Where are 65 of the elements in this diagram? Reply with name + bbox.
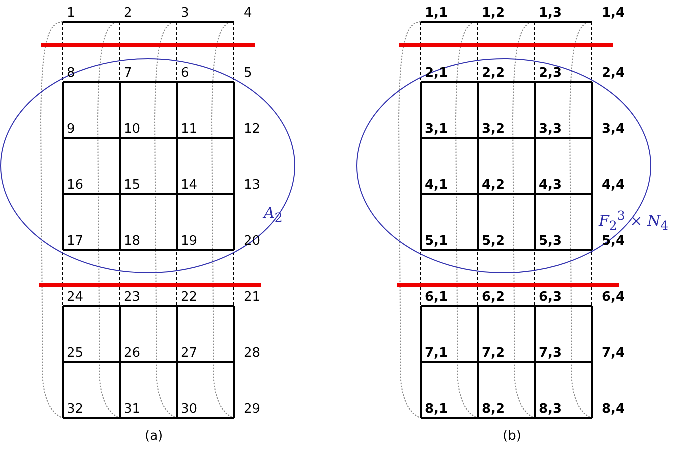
point-label: 1,1 — [425, 6, 448, 21]
point-label: 8,1 — [425, 402, 448, 417]
point-label: 22 — [181, 290, 198, 305]
point-label: 5,1 — [425, 234, 448, 249]
point-label: 2 — [124, 6, 132, 21]
point-label: 8,3 — [539, 402, 562, 417]
set-label: A$_{2}$ — [264, 204, 283, 225]
point-label: 19 — [181, 234, 198, 249]
point-label: 2,1 — [425, 66, 448, 81]
point-label: 28 — [244, 346, 261, 361]
point-label: 9 — [67, 122, 76, 137]
point-label: 5,3 — [539, 234, 562, 249]
point-label: 7,4 — [602, 346, 626, 361]
point-label: 10 — [124, 122, 141, 137]
point-label: 2,4 — [602, 66, 626, 81]
point-label: 5 — [244, 66, 252, 81]
panel-caption: (b) — [503, 429, 522, 444]
point-label: 3 — [181, 6, 190, 21]
point-label: 18 — [124, 234, 141, 249]
point-label: 15 — [124, 178, 141, 193]
point-label: 5,2 — [482, 234, 506, 249]
point-label: 27 — [181, 346, 198, 361]
point-label: 7,3 — [539, 346, 562, 361]
point-label: 3,2 — [482, 122, 506, 137]
point-label: 12 — [244, 122, 261, 137]
point-label: 4,2 — [482, 178, 506, 193]
point-label: 25 — [67, 346, 84, 361]
point-label: 8,2 — [482, 402, 506, 417]
point-label: 2,3 — [539, 66, 562, 81]
panel-caption: (a) — [145, 429, 164, 444]
point-label: 26 — [124, 346, 141, 361]
point-label: 7,1 — [425, 346, 448, 361]
point-label: 11 — [181, 122, 198, 137]
point-label: 6,1 — [425, 290, 448, 305]
point-label: 2,2 — [482, 66, 506, 81]
point-label: 1,4 — [602, 6, 626, 21]
point-label: 3,3 — [539, 122, 562, 137]
point-label: 13 — [244, 178, 261, 193]
point-label: 3,4 — [602, 122, 626, 137]
point-label: 7 — [124, 66, 132, 81]
set-label: F$_{2}$$^{3}$ × N$_{4}$ — [599, 208, 669, 233]
point-label: 4,3 — [539, 178, 562, 193]
point-label: 1,3 — [539, 6, 562, 21]
point-label: 14 — [181, 178, 198, 193]
point-label: 7,2 — [482, 346, 506, 361]
point-label: 32 — [67, 402, 84, 417]
point-label: 6 — [181, 66, 190, 81]
point-label: 17 — [67, 234, 84, 249]
point-label: 21 — [244, 290, 261, 305]
point-label: 1,2 — [482, 6, 506, 21]
point-label: 30 — [181, 402, 198, 417]
point-label: 3,1 — [425, 122, 448, 137]
point-label: 31 — [124, 402, 141, 417]
point-label: 16 — [67, 178, 84, 193]
point-label: 6,2 — [482, 290, 506, 305]
point-label: 23 — [124, 290, 141, 305]
point-label: 6,4 — [602, 290, 626, 305]
point-label: 6,3 — [539, 290, 562, 305]
point-label: 4,4 — [602, 178, 626, 193]
point-label: 8,4 — [602, 402, 626, 417]
point-label: 29 — [244, 402, 261, 417]
point-label: 4 — [244, 6, 252, 21]
point-label: 1 — [67, 6, 76, 21]
point-label: 4,1 — [425, 178, 448, 193]
point-label: 24 — [67, 290, 84, 305]
